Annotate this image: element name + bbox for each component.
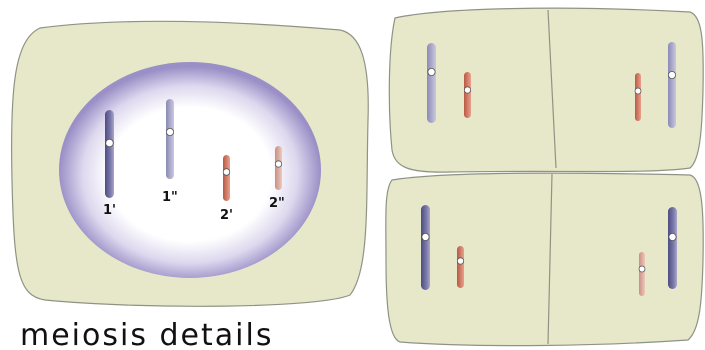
caption: meiosis details xyxy=(20,318,274,350)
cell-upper-left-chromosomes xyxy=(427,43,472,123)
chromosome-1-double-prime xyxy=(165,99,174,179)
cell-lower-left-chromosomes xyxy=(421,205,465,290)
upper-divider xyxy=(547,9,557,169)
label-1-double-prime: 1" xyxy=(162,190,178,205)
cell-lower-right-chromosomes xyxy=(638,207,677,296)
label-1-prime: 1' xyxy=(103,203,116,218)
cell-upper-right-chromosomes xyxy=(634,42,677,128)
left-cell: 1' 1" 2' 2" xyxy=(10,20,369,307)
right-lower-pair xyxy=(385,172,704,347)
right-upper-pair xyxy=(388,7,704,173)
chromosome-1-prime xyxy=(105,110,114,198)
label-2-prime: 2' xyxy=(220,208,233,223)
lower-divider xyxy=(547,173,553,345)
label-2-double-prime: 2" xyxy=(269,196,285,211)
chromosome-2-double-prime xyxy=(274,146,283,190)
nucleus xyxy=(59,62,321,278)
right-cells xyxy=(385,7,704,347)
chromosome-2-prime xyxy=(222,155,231,201)
